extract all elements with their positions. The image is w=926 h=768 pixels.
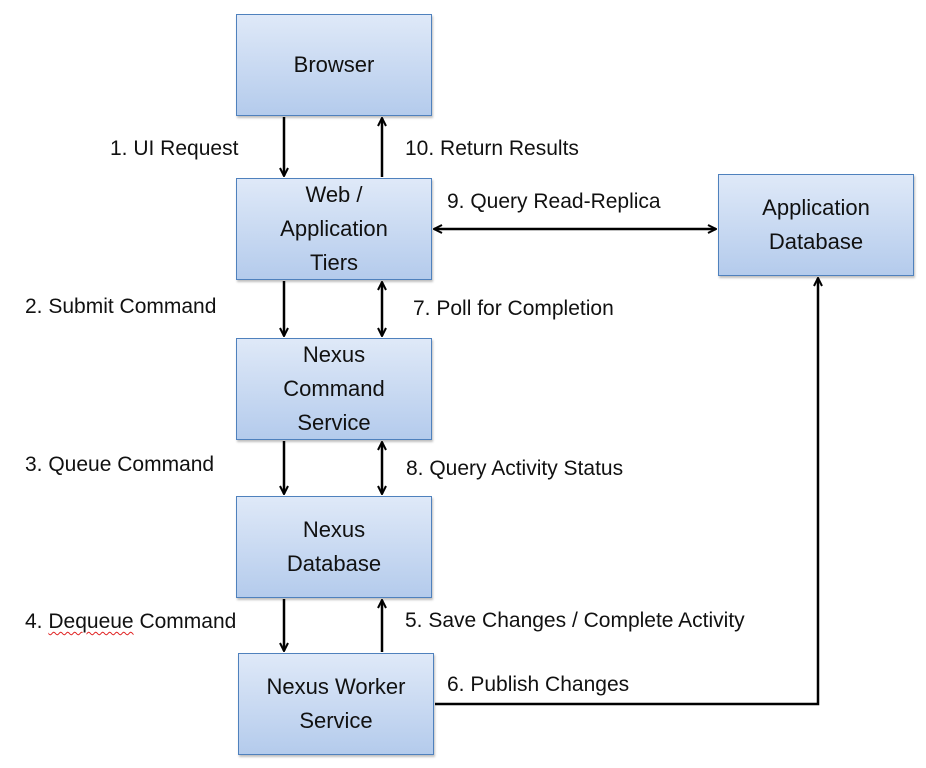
- label-queue-command: 3. Queue Command: [25, 453, 215, 476]
- label-save-changes: 5. Save Changes / Complete Activity: [405, 609, 745, 632]
- label-dequeue-word: Dequeue: [48, 610, 134, 633]
- label-return-results: 10. Return Results: [405, 137, 579, 160]
- nexus-worker-service-box: Nexus Worker Service: [238, 653, 434, 755]
- label-publish-changes: 6. Publish Changes: [447, 673, 630, 696]
- label-dequeue-command: 4. Dequeue Command: [25, 609, 236, 635]
- browser-box: Browser: [236, 14, 432, 116]
- arrow-publish-changes: [435, 278, 818, 706]
- application-database-box: Application Database: [718, 174, 914, 276]
- label-dequeue-prefix: 4.: [25, 610, 49, 633]
- label-dequeue-suffix: Command: [133, 610, 237, 633]
- label-ui-request: 1. UI Request: [110, 137, 239, 160]
- web-application-tiers-box: Web / Application Tiers: [236, 178, 432, 280]
- label-poll-for-completion: 7. Poll for Completion: [413, 297, 614, 320]
- label-submit-command: 2. Submit Command: [25, 295, 217, 318]
- label-query-read-replica: 9. Query Read-Replica: [447, 190, 661, 213]
- label-query-activity-status: 8. Query Activity Status: [406, 457, 624, 480]
- nexus-command-service-box: Nexus Command Service: [236, 338, 432, 440]
- nexus-database-box: Nexus Database: [236, 496, 432, 598]
